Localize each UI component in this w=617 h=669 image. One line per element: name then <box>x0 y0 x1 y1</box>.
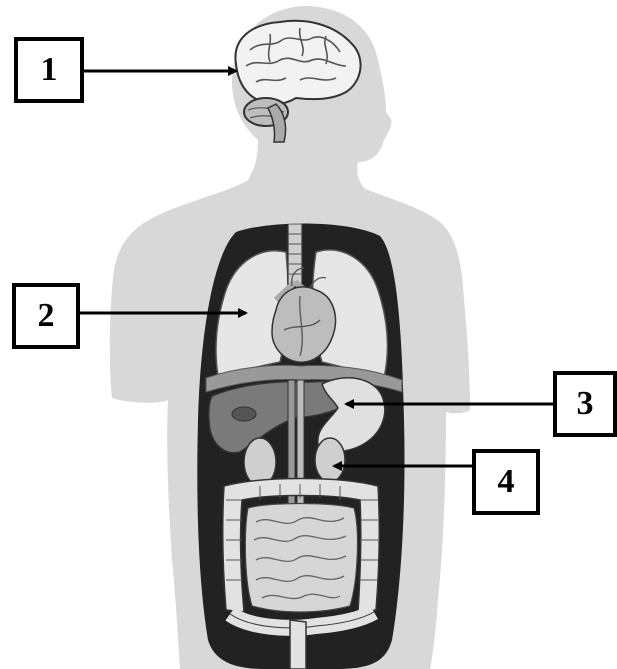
label-1: 1 <box>14 37 84 103</box>
label-4: 4 <box>472 449 540 515</box>
label-2: 2 <box>12 283 80 349</box>
right-kidney <box>315 438 345 482</box>
label-3: 3 <box>553 371 617 437</box>
